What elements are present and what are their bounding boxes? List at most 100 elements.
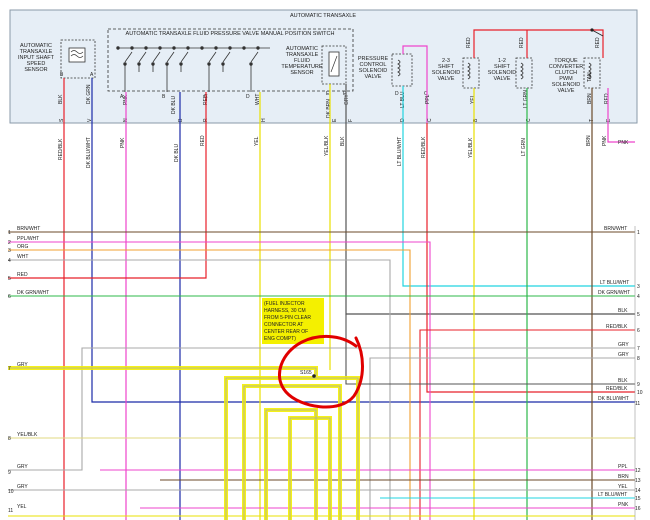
svg-text:D: D [246,94,250,100]
svg-text:TEMPERATURE: TEMPERATURE [281,64,322,70]
svg-text:ORG: ORG [17,244,29,250]
svg-text:SHIFT: SHIFT [494,64,511,70]
svg-text:A: A [90,72,94,78]
svg-text:VALVE: VALVE [494,76,511,82]
svg-text:10: 10 [8,489,14,495]
svg-text:YEL: YEL [470,94,476,104]
svg-text:ENG COMPT): ENG COMPT) [264,336,296,342]
svg-text:10: 10 [637,390,643,396]
shift-solenoid-12: 1-2 SHIFT SOLENOID VALVE [488,57,533,89]
svg-text:2-3: 2-3 [442,58,450,64]
svg-text:PNK: PNK [602,135,608,146]
svg-text:DK BRN: DK BRN [326,99,332,118]
svg-text:GRY: GRY [618,342,629,348]
svg-text:A: A [120,94,124,100]
svg-text:3: 3 [637,284,640,290]
splice-s165: S165 [300,370,316,378]
svg-text:BLK: BLK [618,378,628,384]
svg-text:RED: RED [595,37,601,48]
transaxle-title: AUTOMATIC TRANSAXLE [290,13,356,19]
svg-text:DK BLU: DK BLU [171,96,177,114]
svg-text:BLK: BLK [340,136,346,146]
shift-solenoid-23: 2-3 SHIFT SOLENOID VALVE [432,57,480,89]
svg-text:CONVERTER: CONVERTER [549,64,583,70]
svg-text:14: 14 [635,488,641,494]
right-connector: BRN/WHT 1 LT BLU/WHT 3 DK GRN/WHT 4 BLK … [598,226,643,512]
pnk-out-label: PNK [618,140,629,146]
svg-text:YEL: YEL [17,504,27,510]
svg-text:BLK: BLK [618,308,628,314]
svg-text:LT BLU/WHT: LT BLU/WHT [598,492,627,498]
svg-text:C: C [424,91,428,97]
svg-text:PRESSURE: PRESSURE [358,56,389,62]
svg-text:8: 8 [637,356,640,362]
svg-text:6: 6 [637,328,640,334]
coil-icon [397,59,401,77]
svg-text:BRN/WHT: BRN/WHT [604,226,627,232]
svg-text:RED: RED [604,93,610,104]
svg-text:H: H [261,118,267,122]
svg-text:SOLENOID: SOLENOID [488,70,516,76]
svg-text:BRN: BRN [586,135,592,146]
svg-text:DK GRN/WHT: DK GRN/WHT [598,290,630,296]
svg-text:B: B [60,72,64,78]
svg-text:C: C [427,118,433,122]
svg-text:BRN: BRN [587,93,593,104]
svg-text:5: 5 [8,276,11,282]
coil-icon [588,62,592,80]
svg-text:YEL/BLK: YEL/BLK [324,135,330,156]
svg-text:PPL/WHT: PPL/WHT [17,236,39,242]
svg-text:S: S [59,118,65,122]
svg-text:3: 3 [8,248,11,254]
svg-text:GRY: GRY [618,352,629,358]
outer-wire-labels: RED/BLK DK BLU/WHT PNK DK BLU RED YEL YE… [58,135,629,168]
svg-text:15: 15 [635,496,641,502]
svg-text:AUTOMATIC TRANSAXLE FLUID PRES: AUTOMATIC TRANSAXLE FLUID PRESSURE VALVE… [126,31,335,37]
svg-text:YEL/BLK: YEL/BLK [17,432,38,438]
svg-text:RED/BLK: RED/BLK [421,136,427,158]
svg-text:DK GRN: DK GRN [86,84,92,104]
svg-text:4: 4 [8,258,11,264]
svg-text:CONTROL: CONTROL [360,62,387,68]
svg-text:E: E [606,118,612,122]
red-circle-annotation [277,335,364,409]
coil-icon [467,62,471,80]
svg-text:DK BLU: DK BLU [174,144,180,162]
svg-text:1-2: 1-2 [498,58,506,64]
svg-text:SHIFT: SHIFT [438,64,455,70]
highlighted-circuit [8,366,360,520]
svg-text:TRANSAXLE: TRANSAXLE [286,52,319,58]
svg-text:GRY: GRY [17,464,28,470]
svg-text:CLUTCH: CLUTCH [555,70,577,76]
svg-text:YEL: YEL [618,484,628,490]
svg-text:2: 2 [8,240,11,246]
coil-icon [520,62,524,80]
coil-icon [68,47,86,63]
svg-text:TRANSAXLE: TRANSAXLE [20,49,53,55]
svg-text:CONNECTOR AT: CONNECTOR AT [264,322,303,328]
svg-text:GRY: GRY [17,484,28,490]
pressure-control-solenoid: PRESSURE CONTROL SOLENOID VALVE D C [358,53,428,97]
svg-text:AUTOMATIC: AUTOMATIC [20,43,52,49]
svg-text:TAN: TAN [587,72,593,82]
svg-text:GRY: GRY [344,94,350,105]
svg-text:1: 1 [637,230,640,236]
svg-text:7: 7 [8,366,11,372]
svg-text:LT GRN: LT GRN [523,90,529,108]
svg-text:INPUT SHAFT: INPUT SHAFT [18,55,55,61]
svg-text:F: F [343,91,346,97]
svg-text:DK BLU/WHT: DK BLU/WHT [598,396,629,402]
svg-text:11: 11 [635,401,640,407]
svg-text:(FUEL INJECTOR: (FUEL INJECTOR [264,301,305,307]
svg-text:6: 6 [8,294,11,300]
svg-text:LT BLU/WHT: LT BLU/WHT [600,280,629,286]
svg-text:F: F [348,119,354,122]
svg-text:B: B [178,118,184,122]
svg-text:RED/BLK: RED/BLK [606,386,628,392]
svg-text:16: 16 [635,506,641,512]
svg-text:12: 12 [635,468,641,474]
fluid-temperature-sensor: AUTOMATIC TRANSAXLE FLUID TEMPERATURE SE… [281,45,347,97]
input-speed-sensor: AUTOMATIC TRANSAXLE INPUT SHAFT SPEED SE… [18,39,96,79]
svg-text:VALVE: VALVE [558,88,575,94]
